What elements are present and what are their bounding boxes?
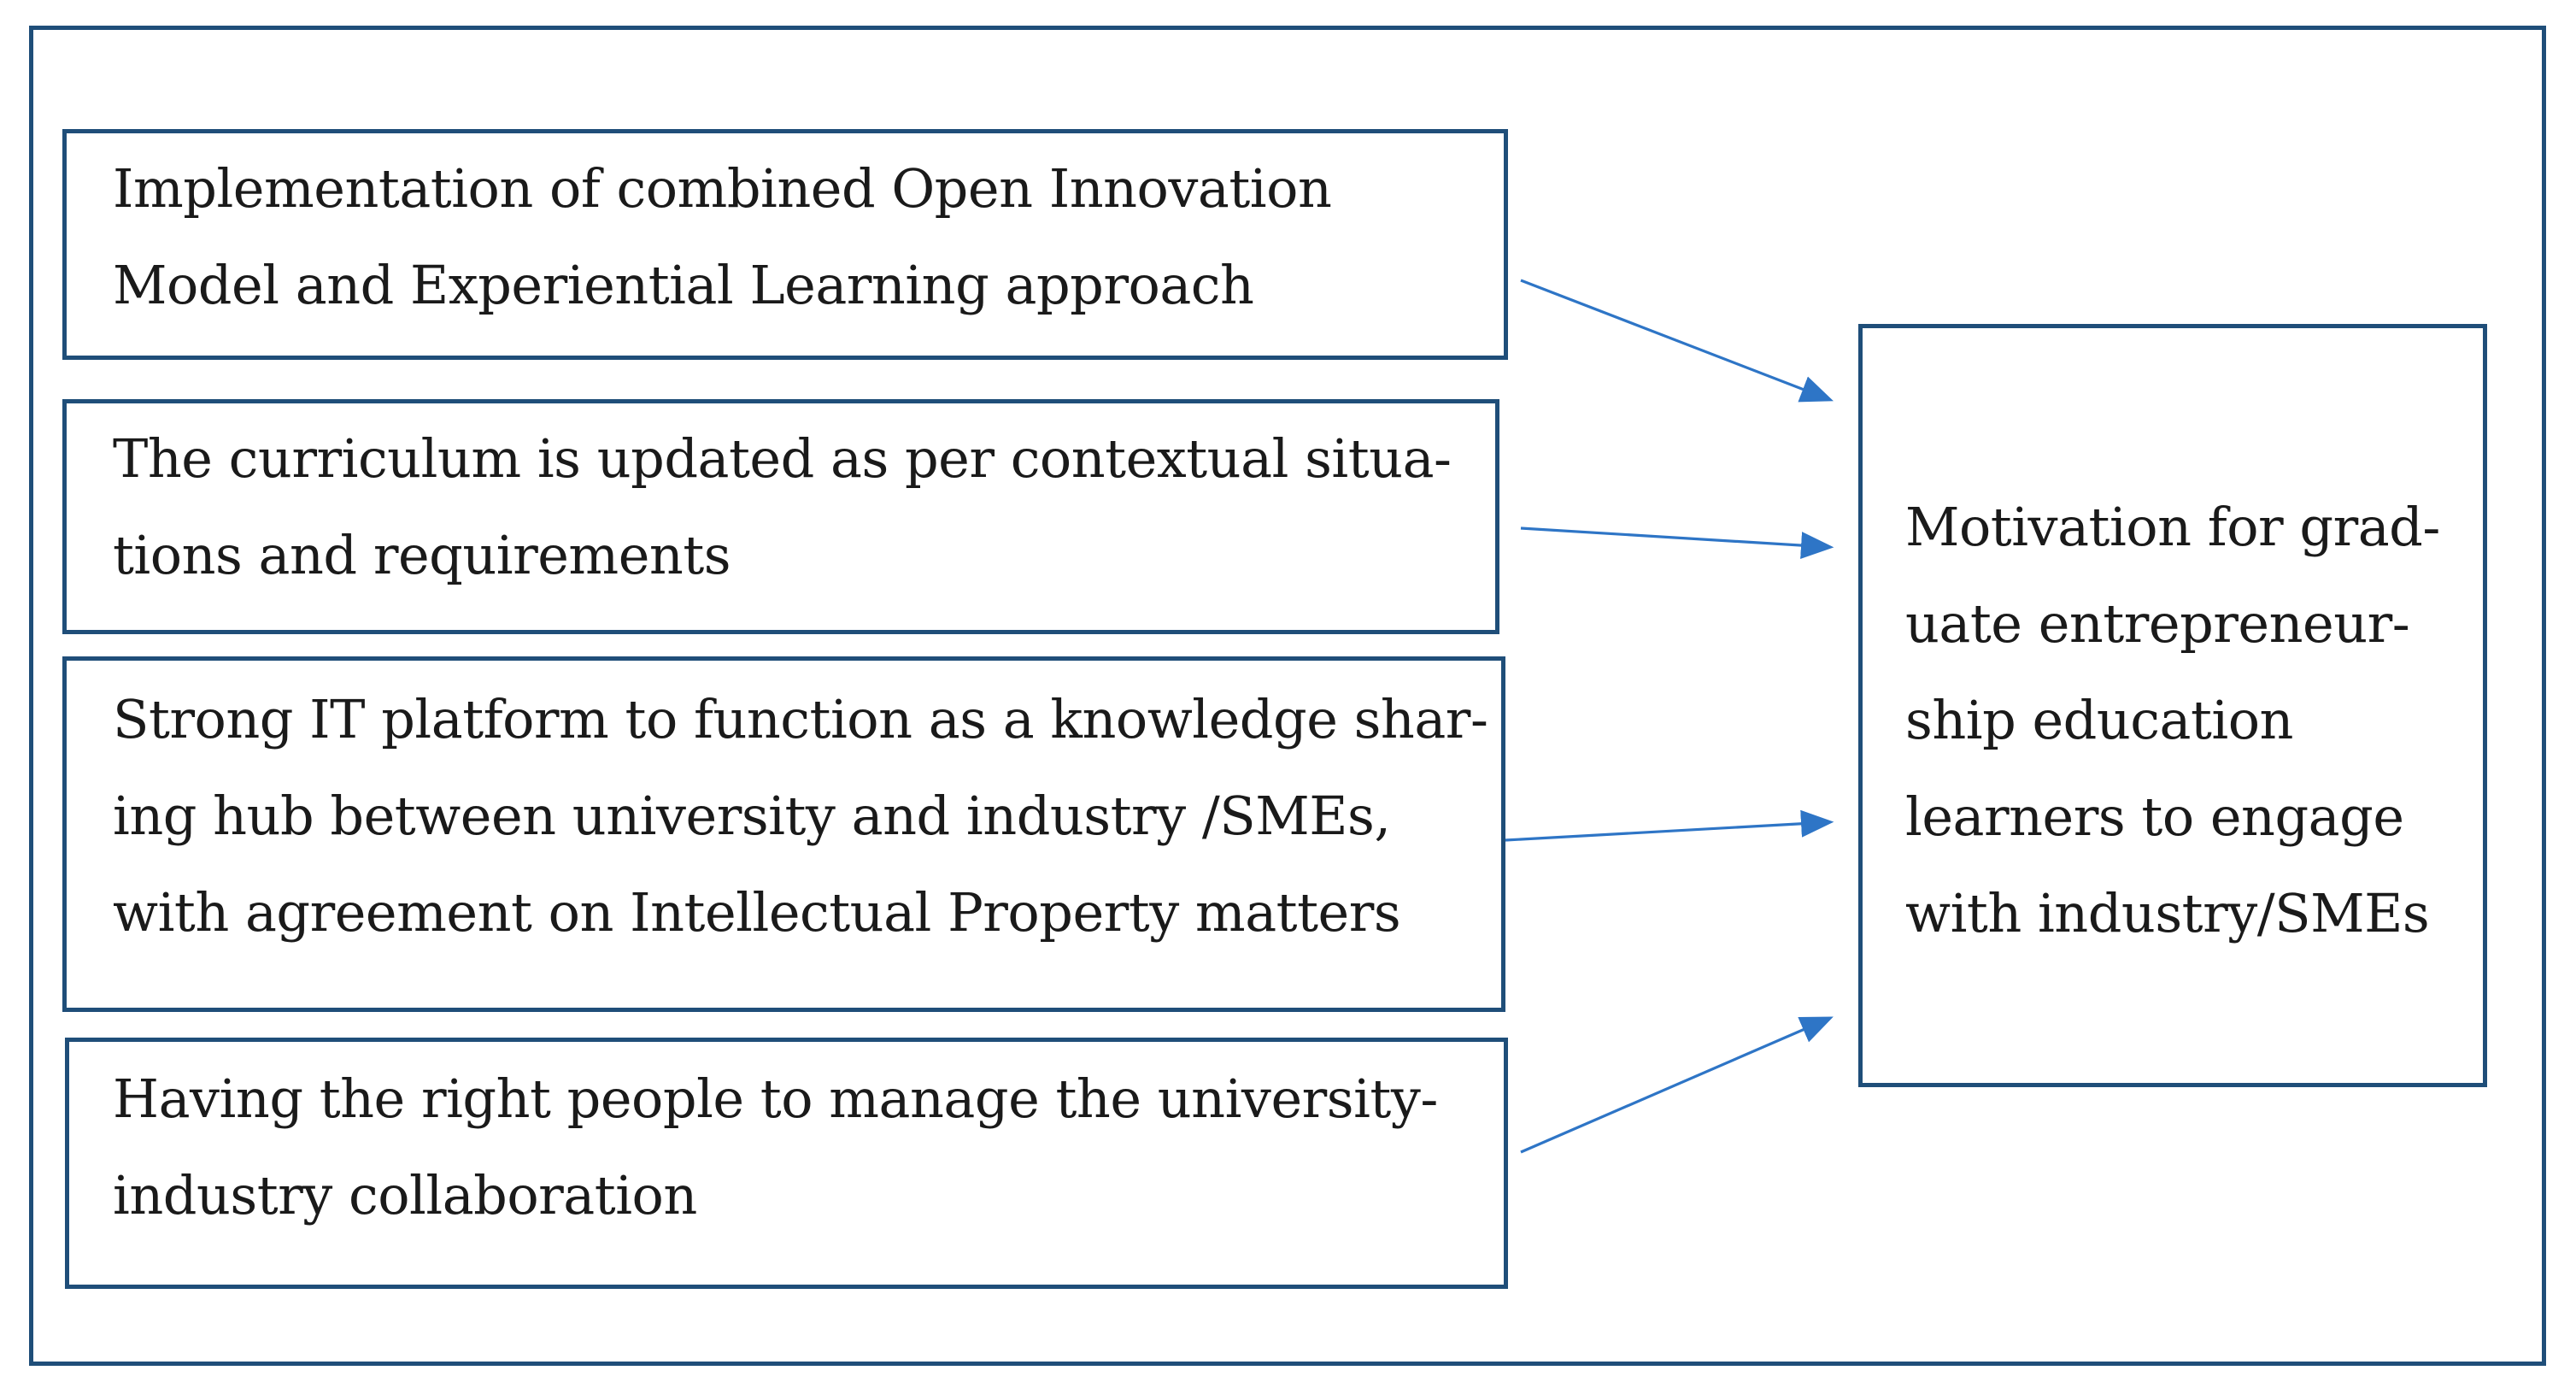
factor-text-curriculum: The curriculum is updated as per context…	[113, 410, 1452, 603]
arrow-right-people-to-motivation	[1520, 1016, 1834, 1154]
factor-line: The curriculum is updated as per context…	[113, 427, 1452, 490]
factor-line: Strong IT platform to function as a know…	[113, 688, 1488, 750]
factor-line: Implementation of combined Open Innovati…	[113, 157, 1332, 220]
outcome-text-motivation: Motivation for grad- uate entrepreneur- …	[1905, 479, 2440, 962]
factor-text-open-innovation: Implementation of combined Open Innovati…	[113, 140, 1332, 333]
factor-box-curriculum: The curriculum is updated as per context…	[62, 399, 1499, 634]
outcome-line: ship education	[1905, 689, 2293, 751]
outcome-line: Motivation for grad-	[1905, 496, 2440, 558]
factor-box-right-people: Having the right people to manage the un…	[65, 1038, 1508, 1289]
outcome-line: learners to engage	[1905, 785, 2404, 848]
factor-line: with agreement on Intellectual Property …	[113, 881, 1401, 944]
outcome-box-motivation: Motivation for grad- uate entrepreneur- …	[1858, 324, 2487, 1087]
factor-line: Having the right people to manage the un…	[113, 1068, 1438, 1130]
factor-line: Model and Experiential Learning approach	[113, 254, 1254, 316]
factor-line: tions and requirements	[113, 524, 731, 586]
factor-text-right-people: Having the right people to manage the un…	[113, 1050, 1438, 1244]
outcome-line: with industry/SMEs	[1905, 882, 2430, 944]
arrow-open-innovation-to-motivation	[1520, 279, 1834, 403]
factor-line: ing hub between university and industry …	[113, 785, 1391, 847]
arrow-curriculum-to-motivation	[1520, 526, 1834, 560]
outcome-line: uate entrepreneur-	[1905, 592, 2410, 655]
factor-line: industry collaboration	[113, 1164, 697, 1226]
factor-box-open-innovation: Implementation of combined Open Innovati…	[62, 129, 1508, 360]
arrow-it-platform-to-motivation	[1505, 809, 1834, 842]
factor-box-it-platform: Strong IT platform to function as a know…	[62, 656, 1505, 1012]
factor-text-it-platform: Strong IT platform to function as a know…	[113, 671, 1488, 961]
diagram-frame	[29, 26, 2546, 1366]
